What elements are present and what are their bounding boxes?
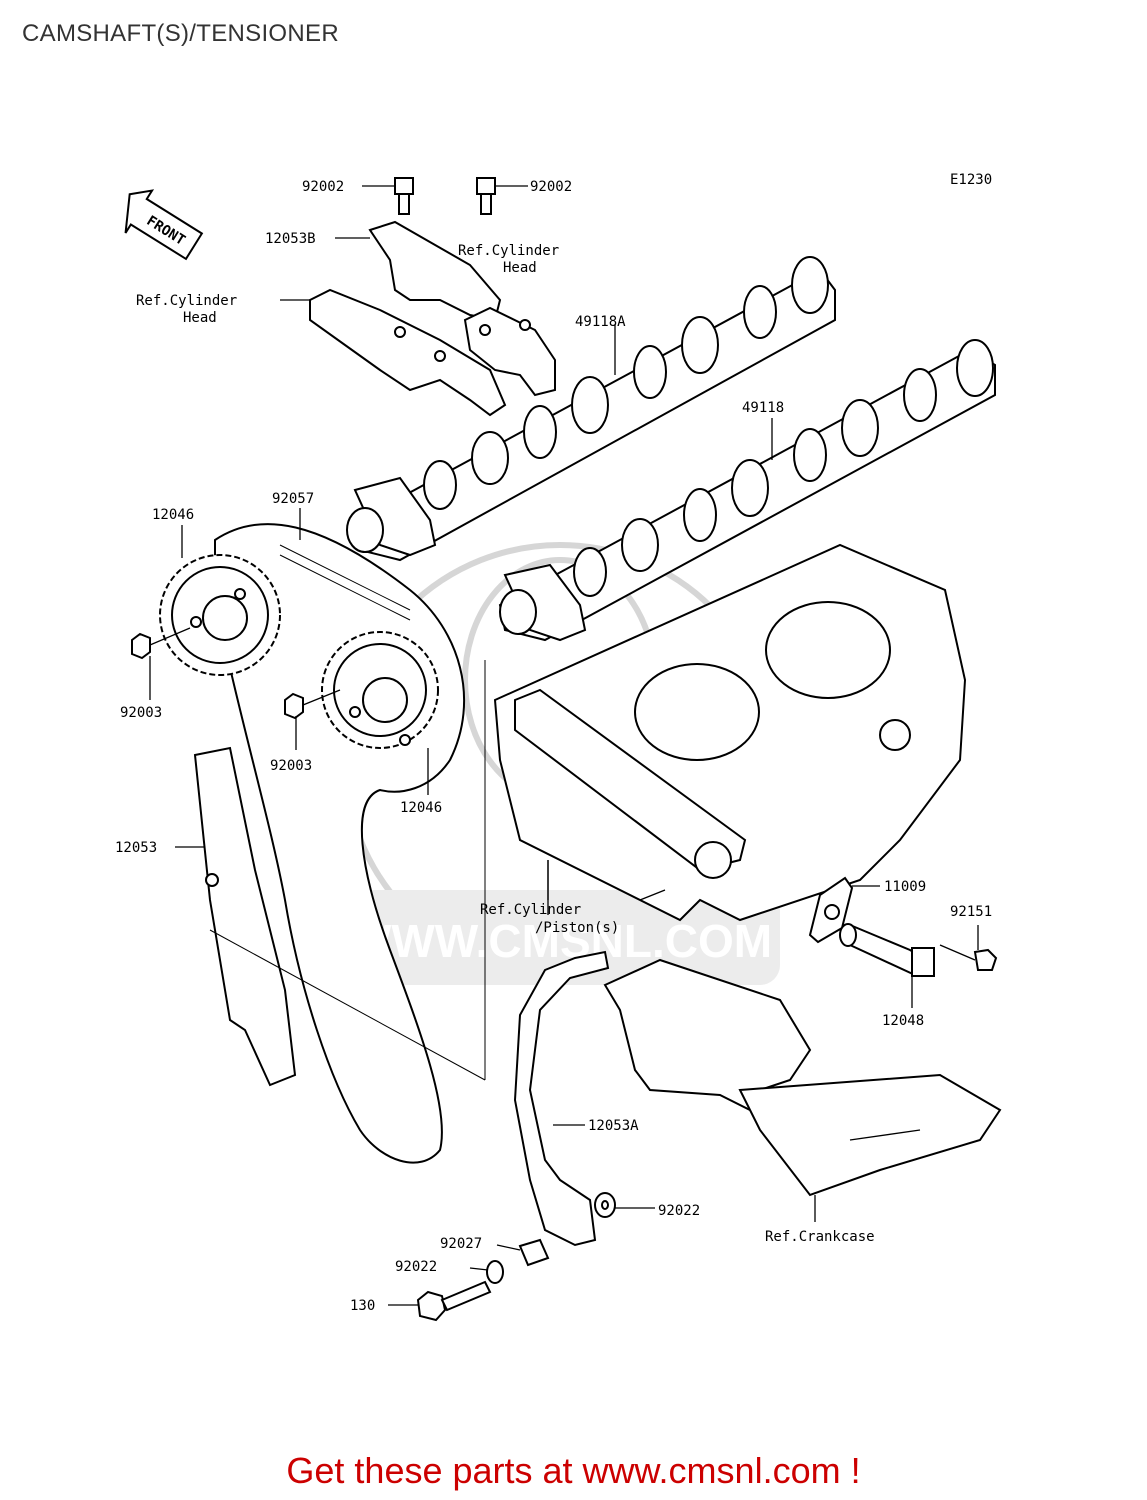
label-92002-right: 92002 <box>530 179 572 195</box>
label-ref-cylinder-head-left-2: Head <box>183 310 217 326</box>
cam-chain-guide-cap-12053B <box>335 220 502 322</box>
page-title: CAMSHAFT(S)/TENSIONER <box>22 20 339 47</box>
cylinder-block <box>493 543 967 922</box>
camshaft-sprocket-12046-top <box>159 525 281 676</box>
label-ref-cylinder-head-top-2: Head <box>503 260 537 276</box>
watermark-text: WWW.CMSNL.COM <box>348 915 772 967</box>
label-49118A: 49118A <box>575 314 626 330</box>
label-ref-crankcase: Ref.Crankcase <box>765 1229 875 1245</box>
bolt-92003-left <box>131 627 191 700</box>
footer-promo-link[interactable]: Get these parts at www.cmsnl.com ! <box>286 1450 861 1491</box>
label-11009: 11009 <box>884 879 926 895</box>
gasket-11009 <box>808 876 880 944</box>
front-arrow-icon: FRONT <box>124 189 204 261</box>
label-12048: 12048 <box>882 1013 924 1029</box>
diagram-code: E1230 <box>950 172 992 188</box>
label-12046-top: 12046 <box>152 507 194 523</box>
bolt-130 <box>388 1280 492 1322</box>
label-92027: 92027 <box>440 1236 482 1252</box>
washer-92022-left <box>469 1260 504 1284</box>
label-ref-cylinder-head-left: Ref.Cylinder <box>136 293 237 309</box>
label-12053B: 12053B <box>265 231 316 247</box>
cylinder-head-bridge <box>280 288 556 417</box>
label-ref-cylinder-piston-2: /Piston(s) <box>535 920 619 936</box>
bolt-92002-left <box>362 177 414 215</box>
bolt-92002-right <box>476 177 528 215</box>
label-12046-mid: 12046 <box>400 800 442 816</box>
label-ref-cylinder-head-top: Ref.Cylinder <box>458 243 559 259</box>
camshaft-49118A <box>346 256 836 562</box>
label-130: 130 <box>350 1298 375 1314</box>
bolt-92003-mid <box>284 689 341 750</box>
label-92003-mid: 92003 <box>270 758 312 774</box>
camshaft-49118 <box>498 339 996 642</box>
label-49118: 49118 <box>742 400 784 416</box>
bolt-92151 <box>939 925 998 971</box>
label-92057: 92057 <box>272 491 314 507</box>
collar-92027 <box>496 1238 550 1267</box>
label-92003-left: 92003 <box>120 705 162 721</box>
label-12053A: 12053A <box>588 1118 639 1134</box>
washer-92022-right <box>594 1192 655 1218</box>
label-92151: 92151 <box>950 904 992 920</box>
label-92022-right: 92022 <box>658 1203 700 1219</box>
label-ref-cylinder-piston: Ref.Cylinder <box>480 902 581 918</box>
chain-guide-12053A <box>513 950 610 1247</box>
label-92002-left: 92002 <box>302 179 344 195</box>
tensioner-12048 <box>839 923 935 1008</box>
label-92022-left: 92022 <box>395 1259 437 1275</box>
chain-guide-12053 <box>175 660 486 1087</box>
crankcase <box>603 958 1002 1222</box>
camshaft-sprocket-12046-mid <box>321 631 439 795</box>
label-12053: 12053 <box>115 840 157 856</box>
